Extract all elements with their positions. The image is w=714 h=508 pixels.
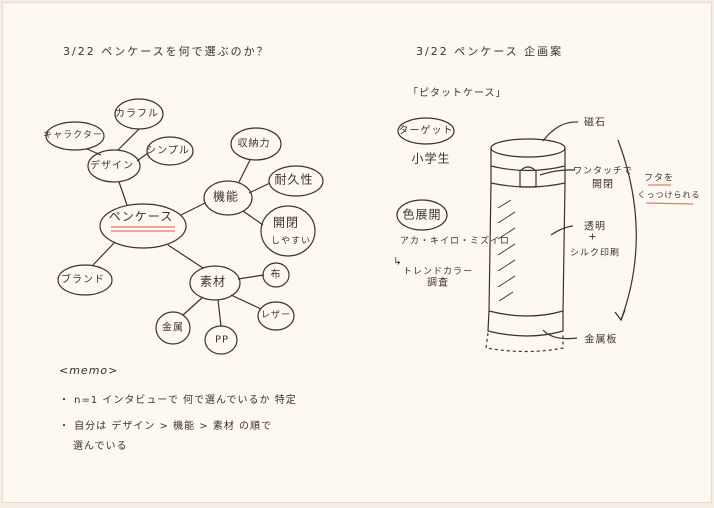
node-brand: ブランド	[61, 274, 105, 286]
label-lid-2: くっつけられる	[637, 190, 701, 200]
memo-item: 選んでいる	[73, 441, 128, 452]
label-clear-plus: +	[588, 231, 598, 243]
node-durability: 耐久性	[274, 172, 314, 187]
target-value: 小学生	[411, 151, 451, 166]
memo-heading: <memo>	[59, 364, 119, 377]
node-design: デザイン	[90, 160, 134, 172]
label-one-touch-2: 開閉	[592, 179, 614, 191]
colors-value: アカ・キイロ・ミズイロ	[399, 236, 511, 247]
node-easy-open-2: しやすい	[271, 236, 311, 247]
product-name: 「ピタットケース」	[408, 88, 507, 99]
memo-item: ・ n=1 インタビューで 何で選んでいるか 特定	[59, 395, 297, 406]
node-material: 素材	[199, 274, 227, 289]
node-leather: レザー	[260, 310, 292, 321]
node-colorful: カラフル	[115, 108, 159, 120]
node-metal: 金属	[162, 322, 184, 334]
node-character: キャラクター	[43, 130, 103, 141]
mindmap-connectors	[86, 128, 271, 327]
right-title: 3/22 ペンケース 企画案	[416, 45, 564, 58]
target-label: ターゲット	[398, 125, 454, 137]
colors-label: 色展開	[402, 207, 442, 222]
lid-underlines	[645, 184, 694, 205]
trend-text-1: トレンドカラー	[403, 267, 474, 277]
pencase-drawing	[485, 121, 637, 353]
sketch-drawing	[45, 98, 694, 355]
mindmap-nodes	[45, 98, 324, 355]
node-simple: シンプル	[146, 145, 190, 157]
label-clear-1: 透明	[584, 221, 606, 233]
node-storage: 収納力	[237, 138, 271, 150]
node-cloth: 布	[270, 269, 282, 281]
label-clear-2: シルク印刷	[569, 248, 621, 259]
label-one-touch-1: ワンタッチで	[572, 166, 634, 177]
trend-arrow-icon: ↳	[393, 256, 403, 268]
node-function: 機能	[212, 189, 240, 204]
left-title: 3/22 ペンケースを何で選ぶのか？	[63, 45, 270, 58]
label-lid-1: フタを	[643, 173, 675, 184]
center-underline	[111, 226, 175, 232]
right-ellipses	[396, 117, 455, 231]
node-pencase: ペンケース	[108, 209, 174, 224]
trend-text-2: 調査	[427, 277, 449, 289]
node-pp: PP	[214, 334, 230, 346]
node-easy-open-1: 開閉	[272, 215, 300, 230]
label-magnet: 磁石	[584, 117, 606, 129]
label-metal-plate: 金属板	[584, 334, 618, 346]
memo-item: ・ 自分は デザイン > 機能 > 素材 の順で	[59, 421, 273, 432]
